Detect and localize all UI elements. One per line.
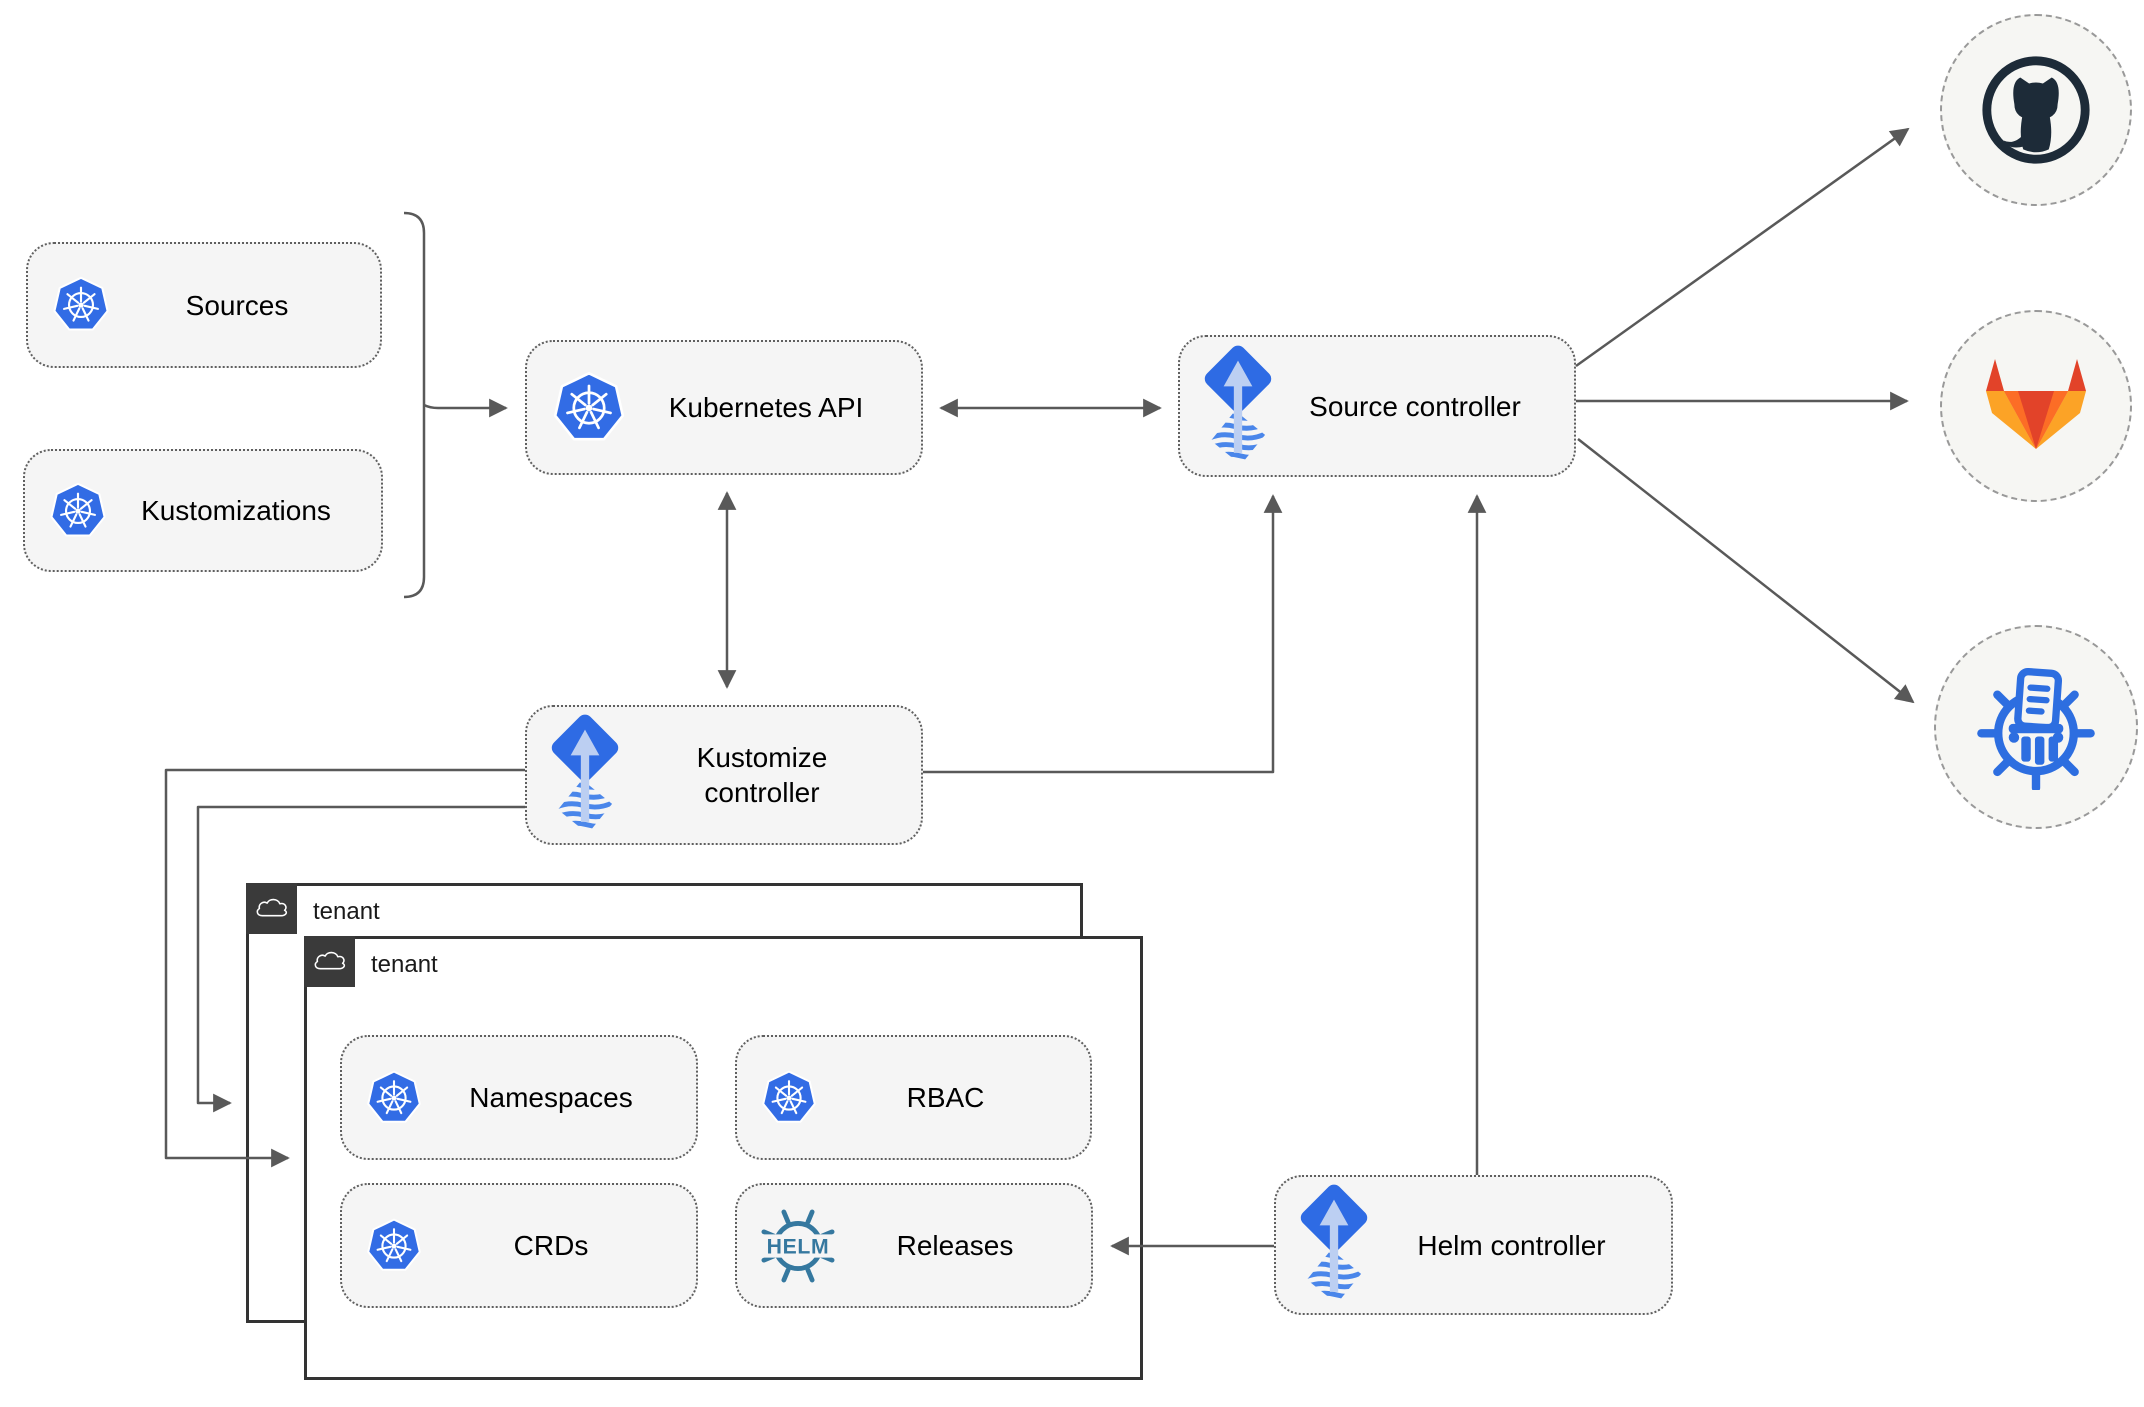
kubernetes-icon (757, 1066, 821, 1130)
node-label: Sources (185, 289, 289, 321)
node-label: Kubernetes API (668, 392, 864, 423)
cloud-icon (312, 948, 348, 975)
node-crds: CRDs (340, 1183, 698, 1308)
tenant-tab (246, 883, 297, 934)
node-releases: Releases (735, 1183, 1093, 1308)
flux-icon (1296, 1180, 1372, 1310)
endpoint-github (1940, 14, 2132, 206)
tenant-label: tenant (313, 898, 380, 925)
node-namespaces: Namespaces (340, 1035, 698, 1160)
helm-icon (757, 1205, 839, 1287)
kubernetes-icon (362, 1214, 426, 1278)
edge-group-to-k8sapi (423, 398, 508, 418)
node-label: Source controller (1309, 390, 1521, 422)
kubernetes-icon (48, 272, 114, 338)
kubernetes-icon (362, 1066, 426, 1130)
edge-kustomizectrl-sourcectrl (923, 494, 1283, 774)
node-label: Kustomize controller (696, 742, 828, 808)
node-kustomizations: Kustomizations (23, 449, 383, 572)
kubernetes-icon (547, 366, 631, 450)
node-label: Namespaces (469, 1082, 633, 1113)
edge-group-bracket (403, 211, 426, 599)
node-rbac: RBAC (735, 1035, 1092, 1160)
node-helm-controller: Helm controller (1274, 1175, 1673, 1315)
flux-icon (1200, 341, 1276, 471)
node-sources: Sources (26, 242, 382, 368)
node-kustomize-controller: Kustomize controller (525, 705, 923, 845)
node-label: Releases (896, 1230, 1014, 1261)
node-label: RBAC (906, 1082, 985, 1113)
node-source-controller: Source controller (1178, 335, 1576, 477)
github-icon (1977, 51, 2095, 169)
node-kubernetes-api: Kubernetes API (525, 340, 923, 475)
flux-icon (547, 710, 623, 840)
gitlab-icon (1976, 351, 2096, 461)
node-label: Kustomizations (141, 495, 331, 526)
tenant-tab (304, 936, 355, 987)
kubernetes-icon (45, 478, 111, 544)
chartmuseum-icon (1973, 664, 2099, 790)
node-label: Helm controller (1417, 1229, 1606, 1261)
edge-sourcectrl-chartmuseum (1577, 438, 1915, 704)
endpoint-chartmuseum (1934, 625, 2138, 829)
node-label: CRDs (513, 1230, 589, 1261)
cloud-icon (254, 895, 290, 922)
tenant-label: tenant (371, 951, 438, 978)
edge-sourcectrl-github (1575, 127, 1910, 368)
endpoint-gitlab (1940, 310, 2132, 502)
